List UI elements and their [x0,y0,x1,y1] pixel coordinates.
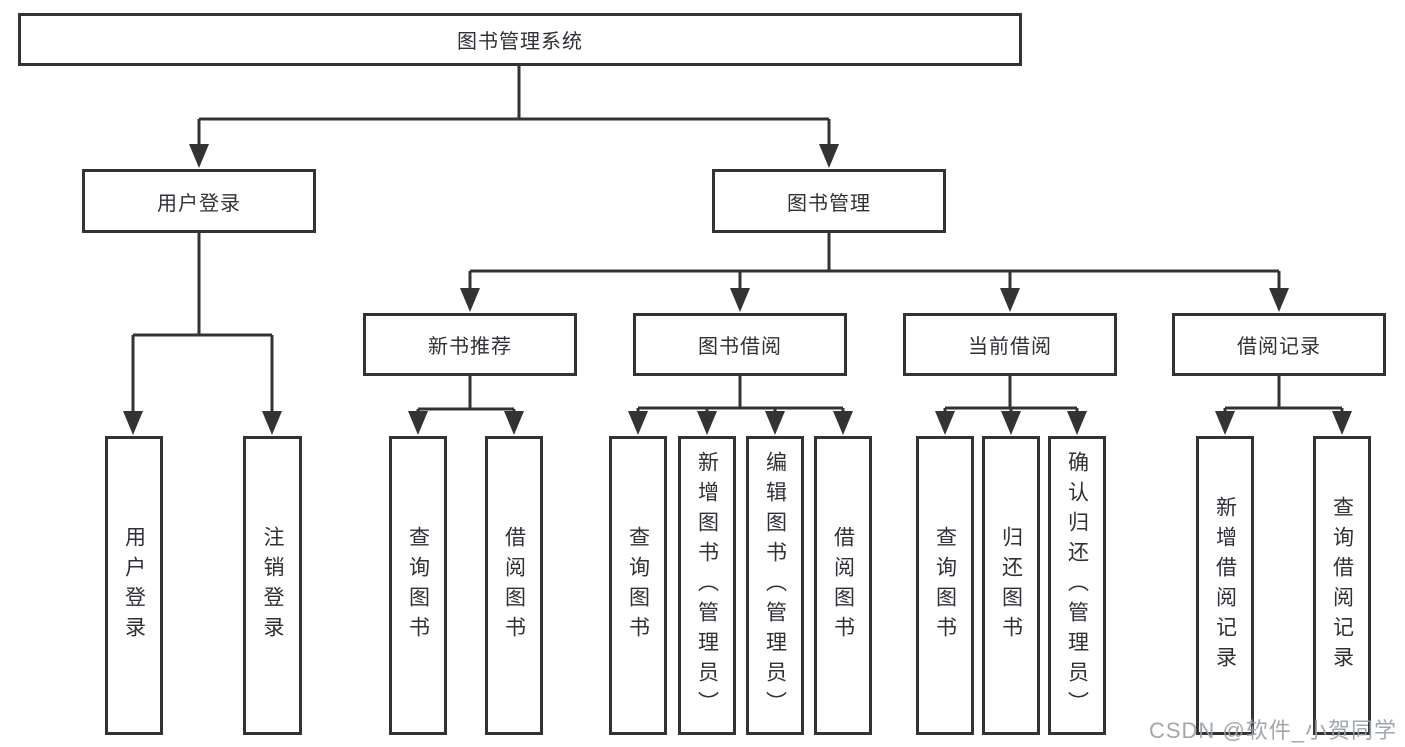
leaf-query-books-borrowing: 查询图书 [609,436,667,735]
node-label: 图书借阅 [698,336,782,358]
leaf-return-books: 归还图书 [982,436,1040,735]
node-label: 当前借阅 [968,336,1052,358]
node-label: 查询图书 [626,525,650,646]
node-label: 图书管理 [787,192,871,215]
node-label: 新增借阅记录 [1213,495,1237,676]
leaf-add-borrow-record: 新增借阅记录 [1196,436,1254,735]
node-label: 借阅图书 [502,525,526,646]
node-label: 查询图书 [933,525,957,646]
leaf-query-books-recommend: 查询图书 [389,436,447,735]
node-label: 编辑图书（管理员） [763,450,787,721]
leaf-logout: 注销登录 [243,436,302,735]
leaf-user-login: 用户登录 [105,436,163,735]
node-label: 用户登录 [157,192,241,215]
node-user-login: 用户登录 [82,169,316,233]
node-book-borrowing: 图书借阅 [633,313,847,376]
node-label: 查询图书 [406,525,430,646]
node-book-management: 图书管理 [712,169,946,233]
node-label: 确认归还（管理员） [1065,450,1089,721]
node-label: 新书推荐 [428,336,512,358]
leaf-confirm-return-admin: 确认归还（管理员） [1048,436,1106,735]
leaf-edit-book-admin: 编辑图书（管理员） [746,436,804,735]
node-label: 归还图书 [999,525,1023,646]
node-label: 图书管理系统 [457,31,583,53]
watermark: CSDN @软件_小贺同学 [1148,718,1397,743]
node-current-borrowing: 当前借阅 [903,313,1117,376]
leaf-query-borrow-record: 查询借阅记录 [1313,436,1371,735]
leaf-query-books-current: 查询图书 [916,436,974,735]
node-root: 图书管理系统 [18,13,1022,66]
node-label: 注销登录 [261,525,284,646]
leaf-borrow-books-recommend: 借阅图书 [485,436,543,735]
node-label: 借阅记录 [1237,336,1321,358]
node-label: 借阅图书 [831,525,855,646]
arrowheads [123,144,1352,435]
node-label: 新增图书（管理员） [695,450,719,721]
node-label: 用户登录 [122,525,146,646]
node-borrowing-records: 借阅记录 [1172,313,1386,376]
leaf-add-book-admin: 新增图书（管理员） [678,436,736,735]
leaf-borrow-books: 借阅图书 [814,436,872,735]
node-new-book-recommend: 新书推荐 [363,313,577,376]
node-label: 查询借阅记录 [1330,495,1354,676]
